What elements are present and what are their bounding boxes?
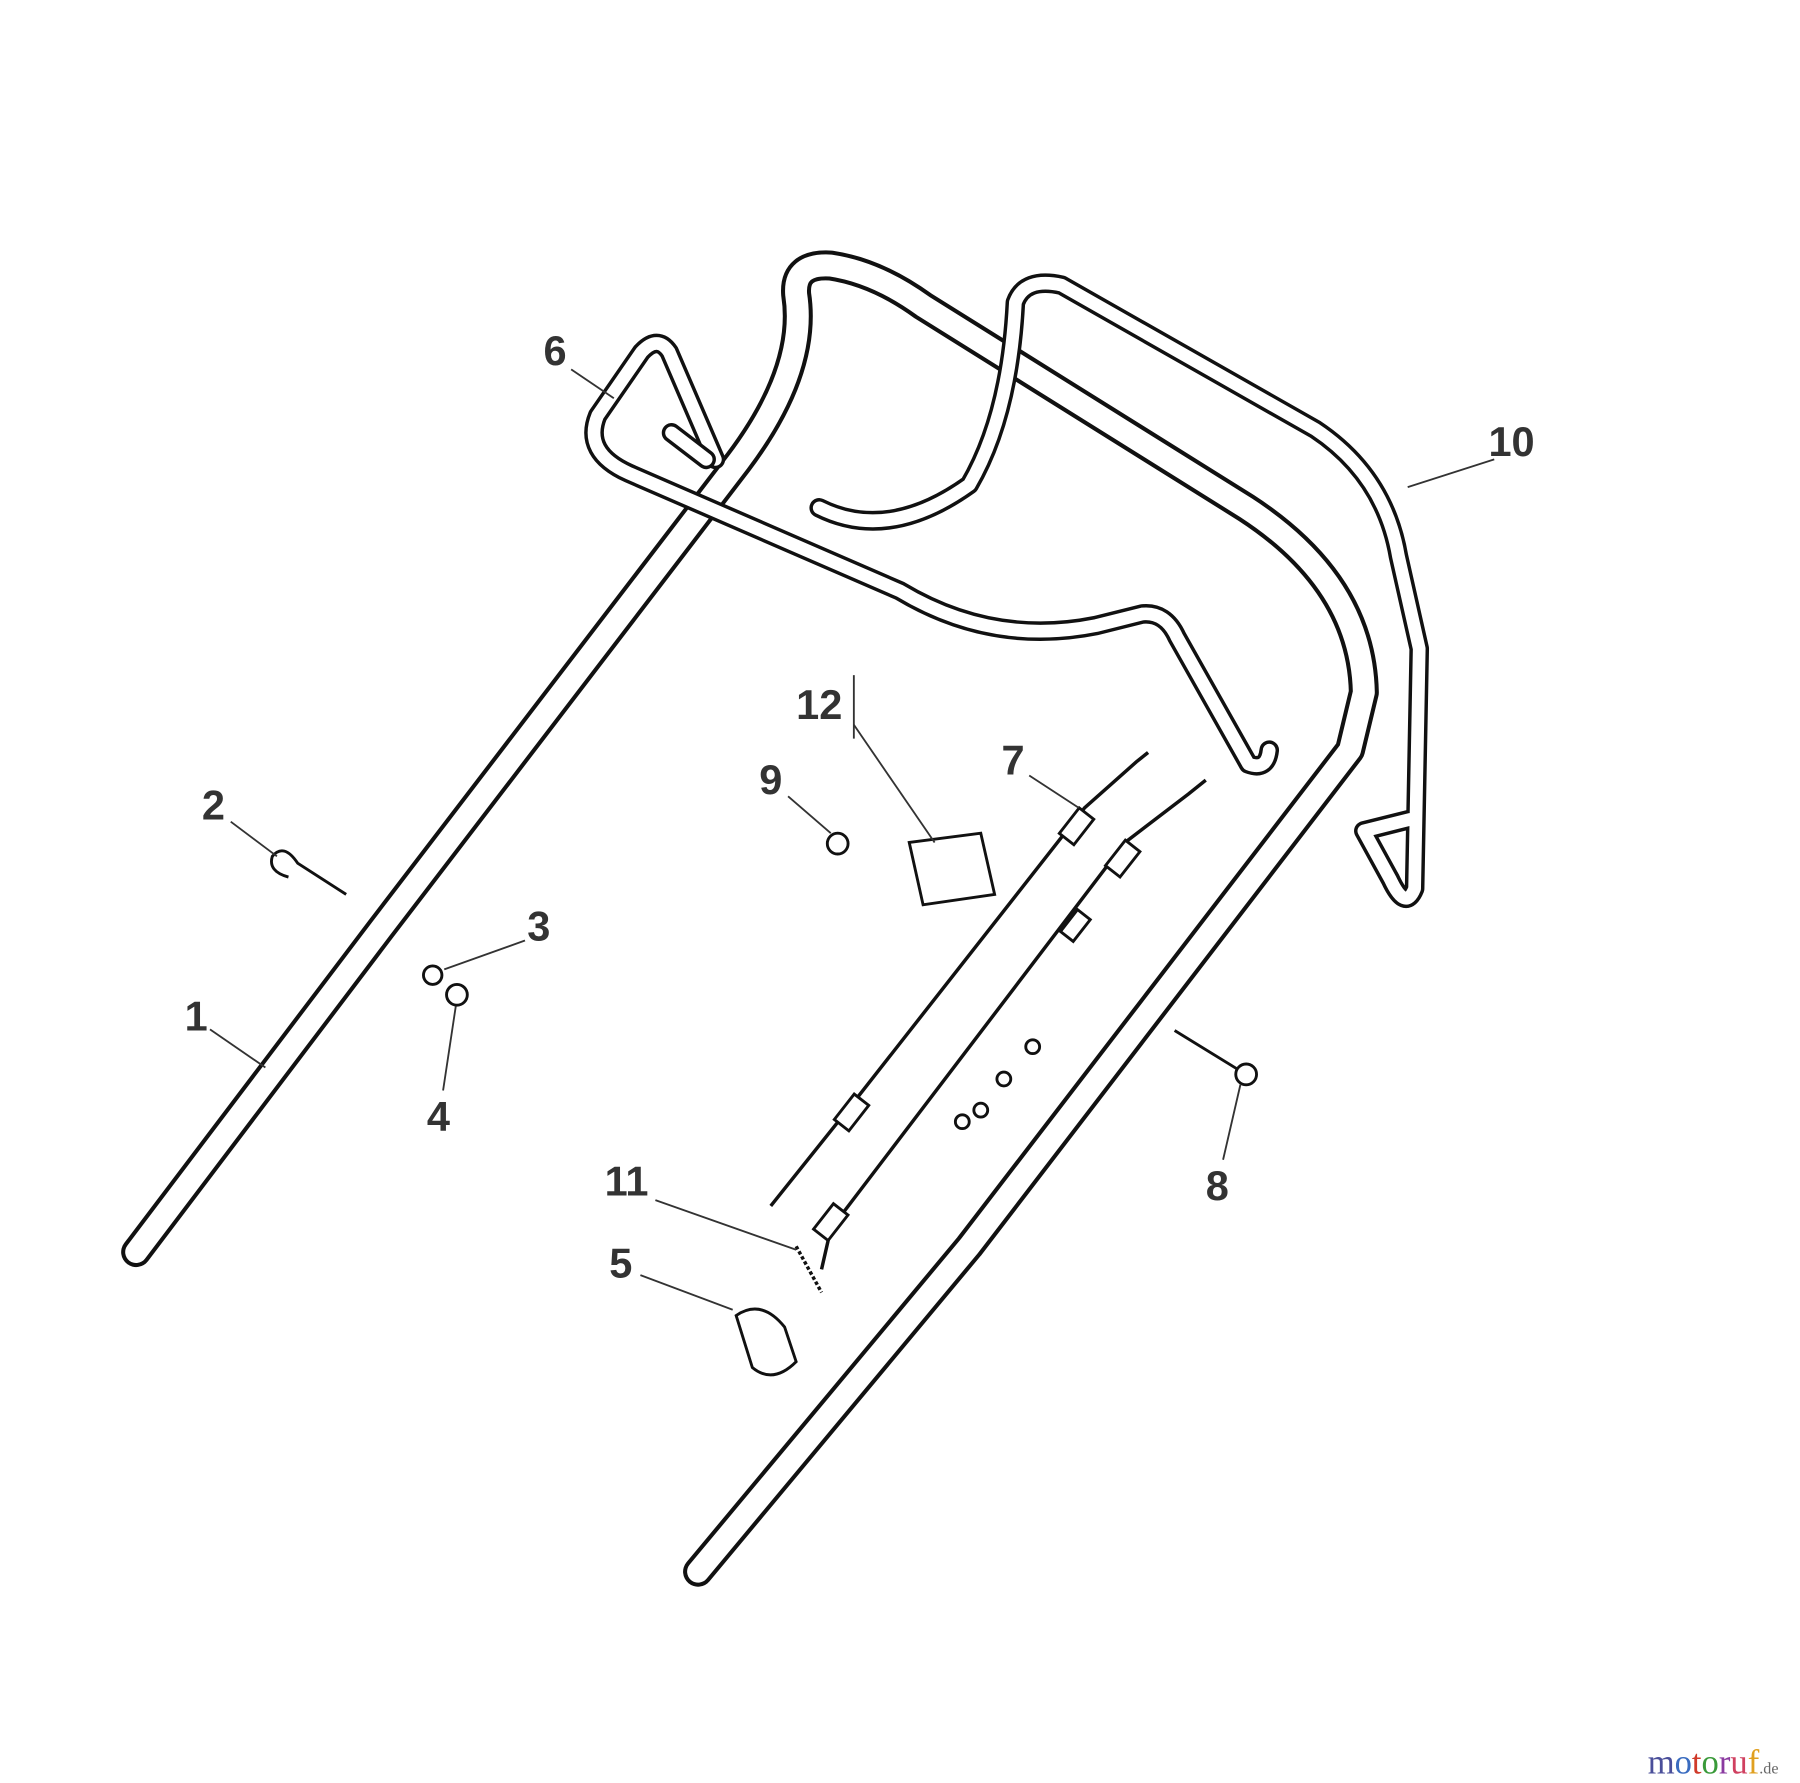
- label-7: 7: [1002, 736, 1025, 783]
- nut-9: [825, 831, 850, 856]
- washer: [422, 964, 444, 986]
- label-1: 1: [185, 993, 208, 1040]
- label-4: 4: [427, 1093, 450, 1140]
- spring: [794, 1245, 824, 1294]
- motoruf-logo: motoruf.de: [1648, 1744, 1779, 1782]
- label-2: 2: [202, 781, 225, 828]
- label-3: 3: [527, 903, 550, 950]
- nut: [445, 982, 469, 1007]
- label-10: 10: [1488, 418, 1534, 465]
- main-handle-tube: [121, 250, 1379, 1587]
- cable-assembly: [769, 751, 1207, 1270]
- svg-text:motoruf.de: motoruf.de: [1648, 1744, 1779, 1782]
- label-6: 6: [543, 327, 566, 374]
- hook-bolt: [270, 849, 347, 896]
- label-8: 8: [1206, 1162, 1229, 1209]
- washers-set: [953, 1038, 1042, 1131]
- label-5: 5: [609, 1239, 632, 1286]
- cable-clamp: [734, 1307, 798, 1377]
- cable-clip-block: [907, 831, 997, 907]
- upper-bail-bar: [584, 333, 1280, 776]
- part-callouts: 1 2 3 4 5 6 7 8 9 10 11 12: [185, 327, 1535, 1311]
- drive-bail-bar: [809, 273, 1430, 908]
- bolt: [1173, 1029, 1242, 1073]
- label-12: 12: [796, 681, 842, 728]
- label-11: 11: [605, 1158, 649, 1205]
- label-9: 9: [759, 756, 782, 803]
- bolt-head: [1234, 1062, 1258, 1087]
